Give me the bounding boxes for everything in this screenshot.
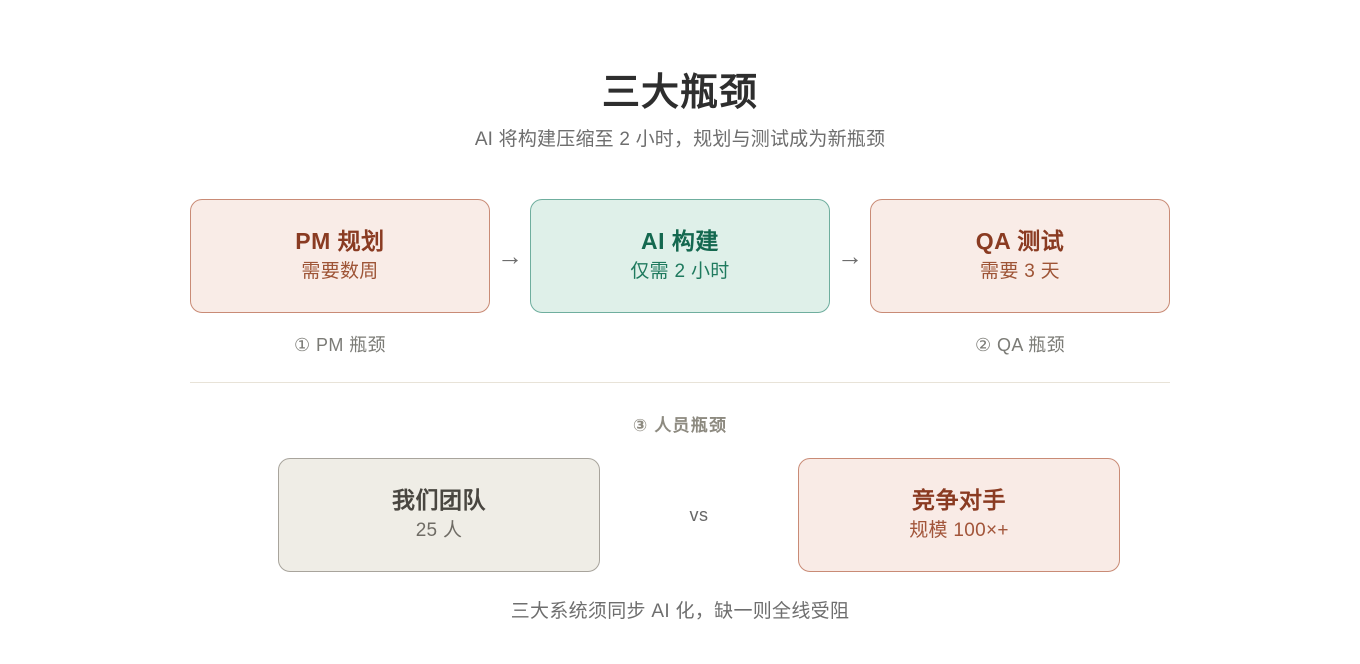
page-subtitle: AI 将构建压缩至 2 小时，规划与测试成为新瓶颈 <box>474 128 886 150</box>
comparison-row: 我们团队 25 人 vs 竞争对手 规模 100×+ <box>278 458 1120 572</box>
footer-note: 三大系统须同步 AI 化，缺一则全线受阻 <box>510 601 850 622</box>
bottleneck-tag-qa: ② QA 瓶颈 <box>975 335 1065 355</box>
bottleneck-tag-pm: ① PM 瓶颈 <box>294 335 386 355</box>
stage-title-pm: PM 规划 <box>295 227 385 254</box>
stage-title-ai: AI 构建 <box>641 227 719 254</box>
pipeline-row: PM 规划 需要数周 → AI 构建 仅需 2 小时 → QA 测试 需要 3 … <box>190 198 1170 314</box>
stage-subtitle-pm: 需要数周 <box>301 261 379 283</box>
page-title: 三大瓶颈 <box>601 72 758 114</box>
stage-card-pm[interactable]: PM 规划 需要数周 <box>190 199 490 313</box>
compare-title-competitor: 竞争对手 <box>912 486 1006 513</box>
bottleneck-tag-people: ③ 人员瓶颈 <box>632 416 728 435</box>
compare-title-our-team: 我们团队 <box>392 486 486 513</box>
compare-card-competitor[interactable]: 竞争对手 规模 100×+ <box>798 458 1120 572</box>
stage-card-qa[interactable]: QA 测试 需要 3 天 <box>870 199 1170 313</box>
arrow-right-icon-1: → <box>497 241 523 271</box>
stage-title-qa: QA 测试 <box>975 227 1065 254</box>
compare-card-our-team[interactable]: 我们团队 25 人 <box>278 458 600 572</box>
versus-label: vs <box>689 505 709 525</box>
compare-subtitle-our-team: 25 人 <box>415 520 463 542</box>
stage-subtitle-qa: 需要 3 天 <box>980 261 1060 283</box>
arrow-right-icon-2: → <box>837 241 863 271</box>
slide-header: 三大瓶颈 AI 将构建压缩至 2 小时，规划与测试成为新瓶颈 <box>0 72 1360 152</box>
bottleneck-tag-row: ① PM 瓶颈 ② QA 瓶颈 <box>190 334 1170 362</box>
stage-subtitle-ai: 仅需 2 小时 <box>630 261 730 283</box>
stage-card-ai[interactable]: AI 构建 仅需 2 小时 <box>530 199 830 313</box>
section-divider <box>190 382 1170 383</box>
compare-subtitle-competitor: 规模 100×+ <box>909 520 1009 542</box>
